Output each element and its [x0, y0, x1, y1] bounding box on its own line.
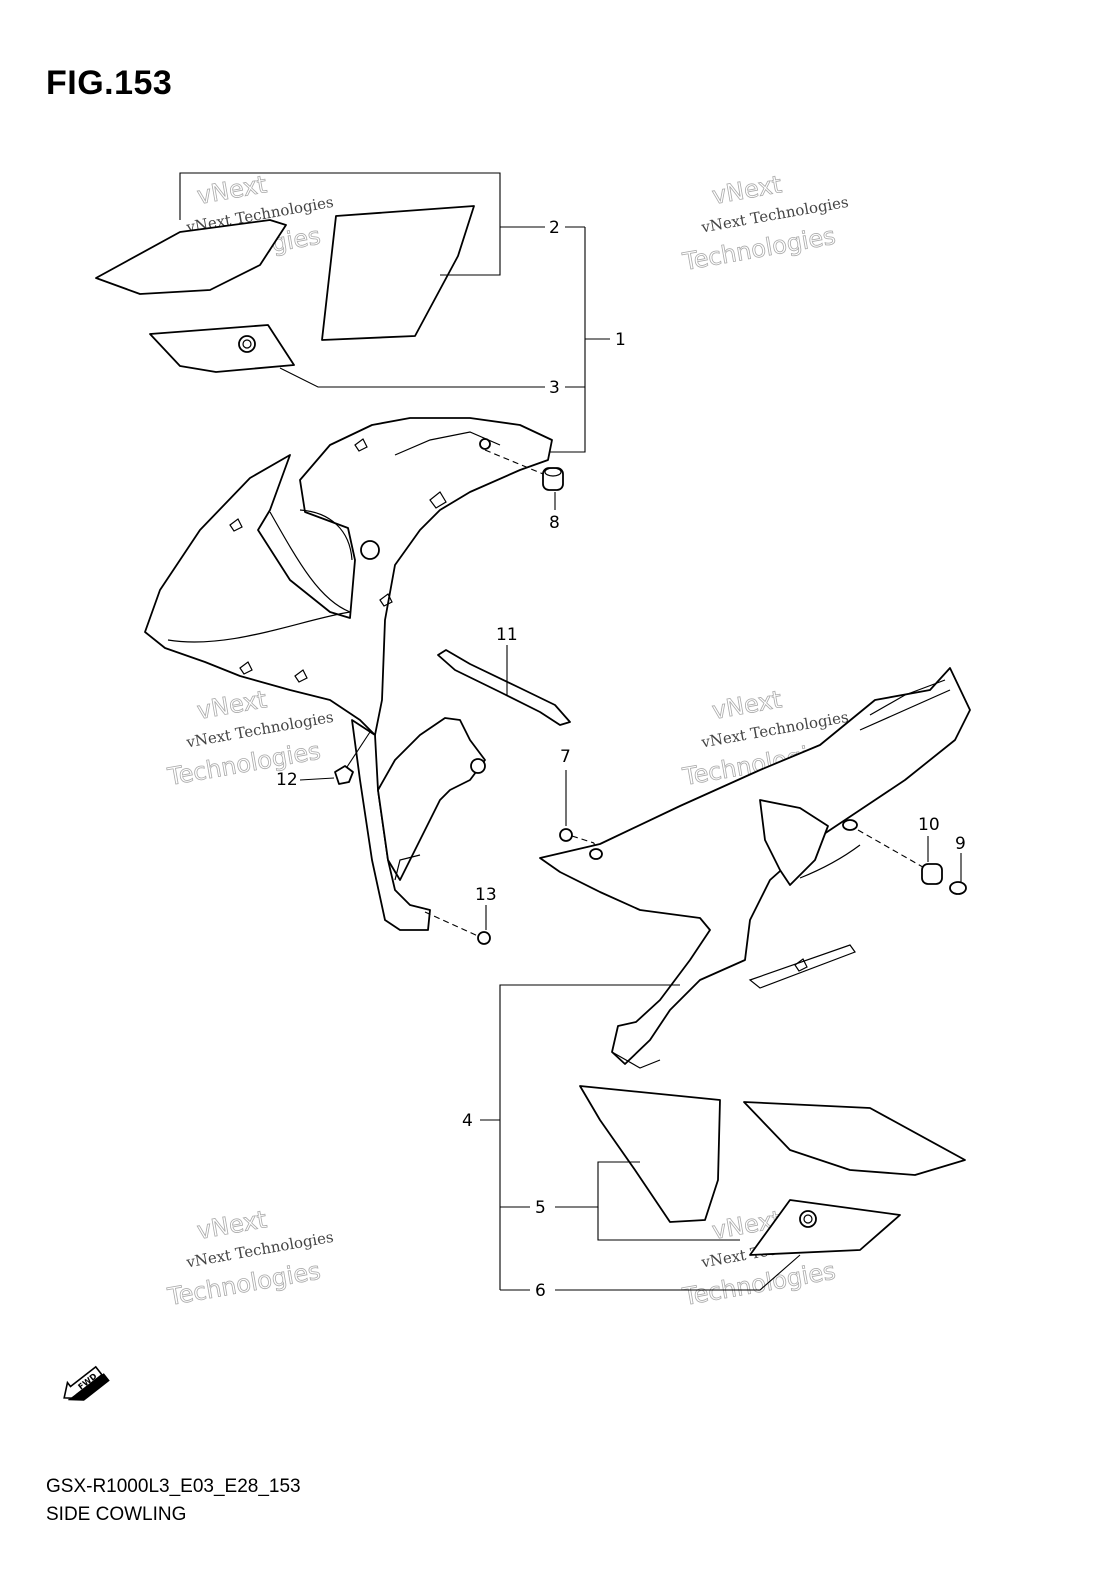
callout-1: 1 [615, 330, 626, 350]
svg-text:vNext: vNext [710, 170, 784, 210]
decal-upper-left [95, 219, 287, 295]
svg-text:vNext: vNext [195, 170, 269, 210]
section-name: SIDE COWLING [46, 1504, 187, 1525]
figure-title: FIG.153 [46, 64, 173, 102]
model-code: GSX-R1000L3_E03_E28_153 [46, 1476, 301, 1497]
screw-13 [424, 905, 491, 945]
decal-lower-left [579, 1085, 721, 1223]
fwd-arrow-icon: FWD [63, 1365, 110, 1401]
lower-cowl-vent [759, 799, 829, 886]
leader-3 [279, 367, 545, 388]
decal-lower-hole [799, 1210, 817, 1228]
callout-6: 6 [535, 1281, 546, 1301]
leader-4-bracket [499, 984, 680, 1290]
inner-duct-bracket [377, 717, 486, 881]
callout-12: 12 [276, 770, 298, 790]
lower-side-cowling [539, 667, 971, 1069]
screw-7 [559, 770, 597, 859]
svg-text:vNext: vNext [710, 685, 784, 725]
watermark-bottom-left: vNext vNext Technologies Technologies [165, 1205, 335, 1312]
leader-2-bracket [179, 172, 501, 276]
decal-set-lower [579, 1085, 966, 1256]
svg-text:vNext: vNext [195, 1205, 269, 1245]
decal-set-upper [95, 205, 475, 373]
upper-side-cowling [144, 417, 553, 736]
fastener-9-10 [857, 829, 967, 895]
seal-strip [437, 649, 571, 726]
grommet-8 [484, 449, 564, 510]
callout-2: 2 [549, 218, 560, 238]
upper-cowl-body [144, 417, 553, 736]
callout-8: 8 [549, 513, 560, 533]
callout-4: 4 [462, 1111, 473, 1131]
watermark-top-right: vNext vNext Technologies Technologies [680, 170, 850, 277]
leader-1-bracket [480, 227, 586, 453]
decal-lower-small [749, 1199, 901, 1256]
inner-duct-panel [351, 717, 486, 931]
callout-11: 11 [496, 625, 518, 645]
decal-hole [238, 335, 256, 353]
svg-text:vNext: vNext [195, 685, 269, 725]
decal-lower-small [149, 324, 295, 373]
callout-9: 9 [955, 834, 966, 854]
lower-cowl-rail [748, 944, 856, 989]
decal-lower-right [743, 1101, 966, 1176]
callout-7: 7 [560, 747, 571, 767]
callout-13: 13 [475, 885, 497, 905]
callout-3: 3 [549, 378, 560, 398]
callout-10: 10 [918, 815, 940, 835]
callout-5: 5 [535, 1198, 546, 1218]
decal-upper-center [321, 205, 475, 341]
lower-cowl-body [539, 667, 971, 1065]
clip-12 [299, 731, 371, 785]
